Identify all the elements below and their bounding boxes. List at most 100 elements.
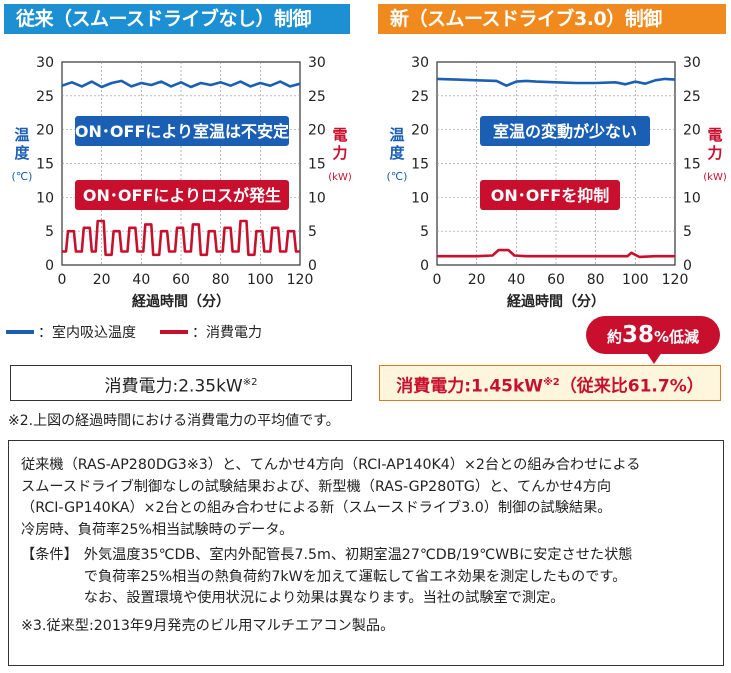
result-right-suffix: （従来比61.7%） xyxy=(559,376,704,397)
callout-top-box xyxy=(75,116,289,146)
temp-series-line xyxy=(61,79,301,89)
callout-top-text: ON･OFFにより室温は不安定 xyxy=(75,122,289,141)
badge-tail xyxy=(646,352,662,364)
y-right-label-2: 力 xyxy=(707,144,722,162)
conditions-line-1: 外気温度35℃DB、室内外配管長7.5m、初期室温27℃DB/19℃WBに安定さ… xyxy=(83,547,633,563)
y-left-tick-label: 0 xyxy=(420,258,429,274)
y-left-tick-label: 15 xyxy=(36,157,54,173)
x-tick-label: 80 xyxy=(212,272,230,288)
x-axis-label: 経過時間（分） xyxy=(507,293,605,310)
reduction-badge: 約38%低減 xyxy=(586,316,720,364)
callout-bottom-text: ON･OFFによりロスが発生 xyxy=(83,186,281,205)
test-conditions-box: 従来機（RAS-AP280DG3※3）と、てんかせ4方向（RCI-AP140K4… xyxy=(8,440,724,666)
info-line-3: （RCI-GP140KA）×2台との組み合わせによる新（スムースドライブ3.0）… xyxy=(21,500,612,516)
y-left-tick-label: 30 xyxy=(36,55,54,71)
legend-temp: ：室内吸込温度 xyxy=(6,322,136,342)
chart-conventional: 0 5 10 15 20 25 30 0 5 10 15 20 25 30 0 20 40 60 80 100 120 経… xyxy=(12,55,352,310)
y-right-tick-label: 15 xyxy=(308,157,326,173)
y-left-tick-label: 25 xyxy=(36,89,54,105)
x-tick-label: 40 xyxy=(132,272,150,288)
x-tick-label: 100 xyxy=(622,272,649,288)
callout-bottom-text: ON･OFFを抑制 xyxy=(491,186,609,205)
legend-temp-label: ：室内吸込温度 xyxy=(38,325,136,341)
x-tick-label: 60 xyxy=(172,272,190,288)
right-panel-header: 新（スムースドライブ3.0）制御 xyxy=(378,4,726,34)
y-left-tick-label: 5 xyxy=(420,224,429,240)
y-right-tick-label: 25 xyxy=(683,89,701,105)
badge-pre: 約 xyxy=(606,328,622,346)
y-left-tick-label: 10 xyxy=(36,190,54,206)
badge-post: %低減 xyxy=(654,328,700,346)
conditions-line-2: で負荷率25%相当の熱負荷約7kWを加えて運転して省エネ効果を測定したものです。 xyxy=(83,568,627,585)
y-left-tick-label: 20 xyxy=(36,123,54,139)
power-series-line xyxy=(62,219,300,257)
y-left-tick-label: 30 xyxy=(411,55,429,71)
y-left-tick-label: 20 xyxy=(411,123,429,139)
y-left-label-1: 温 xyxy=(14,126,29,144)
y-right-tick-label: 5 xyxy=(308,224,317,240)
conditions-line-3: なお、設置環境や使用状況により効果は異なります。当社の試験室で測定。 xyxy=(83,590,565,606)
power-series-line xyxy=(437,248,675,259)
badge-value: 38 xyxy=(621,322,654,348)
x-tick-label: 80 xyxy=(587,272,605,288)
y-right-label-2: 力 xyxy=(332,144,347,162)
callout-top-text: 室温の変動が少ない xyxy=(493,122,637,141)
x-tick-label: 120 xyxy=(662,272,689,288)
y-left-tick-label: 0 xyxy=(45,258,54,274)
y-left-label-2: 度 xyxy=(14,144,30,162)
y-right-tick-label: 10 xyxy=(308,190,326,206)
x-tick-label: 0 xyxy=(58,272,67,288)
y-right-tick-label: 20 xyxy=(683,123,701,139)
footnote-2: ※2.上図の経過時間における消費電力の平均値です。 xyxy=(8,413,340,429)
y-right-label-1: 電 xyxy=(332,126,347,144)
y-right-tick-label: 20 xyxy=(308,123,326,139)
y-left-unit: (℃) xyxy=(12,170,33,183)
result-left-sup: ※2 xyxy=(242,377,258,388)
conditions-tag: 【条件】 xyxy=(21,547,78,563)
y-right-tick-label: 10 xyxy=(683,190,701,206)
y-right-tick-label: 15 xyxy=(683,157,701,173)
x-tick-label: 60 xyxy=(547,272,565,288)
y-right-tick-label: 25 xyxy=(308,89,326,105)
info-line-1: 従来機（RAS-AP280DG3※3）と、てんかせ4方向（RCI-AP140K4… xyxy=(21,457,641,473)
result-smooth-drive: 消費電力:1.45kW※2（従来比61.7%） xyxy=(379,365,721,401)
x-tick-label: 0 xyxy=(433,272,442,288)
callout-bottom-box xyxy=(75,180,289,210)
temp-series-line xyxy=(436,77,676,88)
legend-temp-swatch xyxy=(6,330,34,334)
x-tick-label: 100 xyxy=(247,272,274,288)
y-right-tick-label: 0 xyxy=(683,258,692,274)
result-conventional: 消費電力:2.35kW※2 xyxy=(10,365,352,401)
y-right-unit: (kW) xyxy=(703,172,727,183)
result-right-text: 消費電力:1.45kW xyxy=(396,376,544,397)
y-right-tick-label: 30 xyxy=(308,55,326,71)
left-panel-header: 従来（スムースドライブなし）制御 xyxy=(4,4,350,34)
y-right-tick-label: 30 xyxy=(683,55,701,71)
x-tick-label: 20 xyxy=(468,272,486,288)
callout-bottom-box xyxy=(480,180,620,210)
y-left-tick-label: 5 xyxy=(45,224,54,240)
x-tick-label: 120 xyxy=(287,272,314,288)
y-right-tick-label: 0 xyxy=(308,258,317,274)
y-right-unit: (kW) xyxy=(328,172,352,183)
x-axis-label: 経過時間（分） xyxy=(132,293,230,310)
legend-power-swatch xyxy=(160,330,188,334)
y-left-label-2: 度 xyxy=(389,144,405,162)
info-line-2: スムースドライブ制御なしの試験結果および、新型機（RAS-GP280TG）と、て… xyxy=(21,478,612,495)
legend-power-label: ：消費電力 xyxy=(192,325,262,341)
y-right-label-1: 電 xyxy=(707,126,722,144)
callout-top-box xyxy=(480,116,650,146)
y-right-tick-label: 5 xyxy=(683,224,692,240)
conditions: 【条件】 外気温度35℃DB、室内外配管長7.5m、初期室温27℃DB/19℃W… xyxy=(21,545,713,610)
y-left-tick-label: 25 xyxy=(411,89,429,105)
x-tick-label: 40 xyxy=(507,272,525,288)
x-tick-label: 20 xyxy=(93,272,111,288)
result-right-sup: ※2 xyxy=(543,377,560,388)
result-left-text: 消費電力:2.35kW xyxy=(104,376,243,397)
legend-power: ：消費電力 xyxy=(160,322,262,342)
y-left-tick-label: 15 xyxy=(411,157,429,173)
footnote-3: ※3.従来型:2013年9月発売のビル用マルチエアコン製品。 xyxy=(21,617,395,634)
y-left-label-1: 温 xyxy=(389,126,404,144)
info-line-4: 冷房時、負荷率25%相当試験時のデータ。 xyxy=(21,521,294,538)
